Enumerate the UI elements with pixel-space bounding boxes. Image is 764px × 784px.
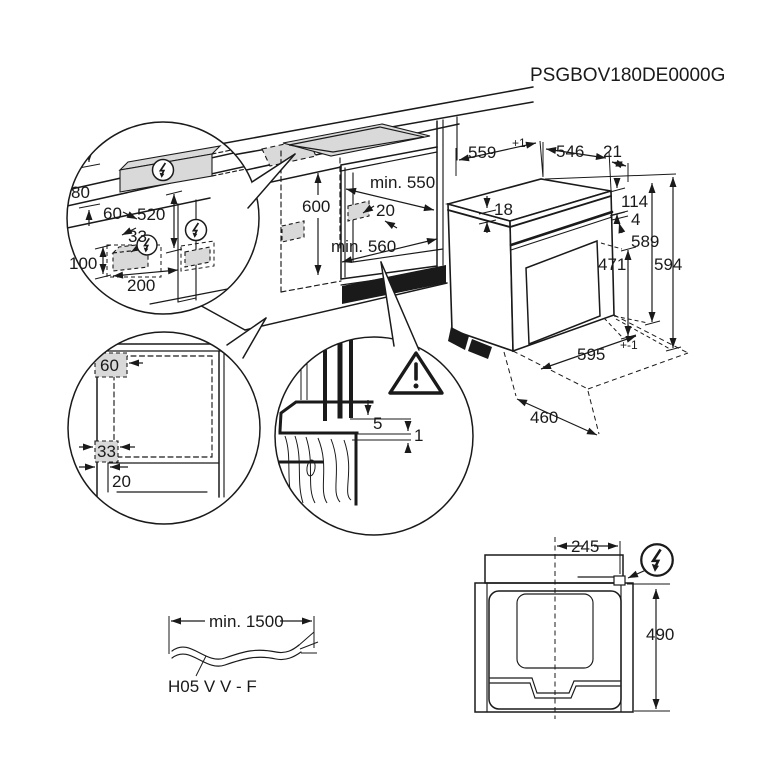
cabinet-scene: [195, 86, 534, 331]
dim-600-label: 600: [302, 197, 330, 216]
dim-min560-label: min. 560: [331, 237, 396, 256]
dim-594-label: 594: [654, 255, 682, 274]
plinth-strip: [342, 265, 446, 304]
dim-595-label: 595: [577, 345, 605, 364]
dim-20-label: 20: [376, 201, 395, 220]
dim-min550-label: min. 550: [370, 173, 435, 192]
dim-589-label: 589: [631, 232, 659, 251]
electric-connection-icon: [151, 158, 175, 182]
oven-foot: [448, 327, 469, 350]
wall-connection-detail-circle: 80 60 520 33 100 200: [66, 121, 296, 315]
dim-200-label: 200: [127, 276, 155, 295]
dim-546-label: 546: [556, 142, 584, 161]
dim-side-60-label: 60: [100, 356, 119, 375]
power-cable-figure: min. 1500 H05 V V - F: [168, 612, 319, 696]
hob-cutout: [282, 123, 431, 157]
dim-side-33-label: 33: [97, 442, 116, 461]
oven-foot: [468, 339, 492, 359]
dim-33-label: 33: [128, 227, 147, 246]
side-connection-zone: [281, 220, 305, 243]
dim-5-label: 5: [373, 414, 382, 433]
dim-471-label: 471: [598, 255, 626, 274]
cable-icon: [171, 631, 319, 677]
dim-520-label: 520: [137, 205, 165, 224]
electric-connection-icon: [184, 218, 208, 242]
oven-dimensions: 559 +1 546 21 18 114 4 589 594 471: [455, 136, 689, 436]
dim-18-label: 18: [494, 200, 513, 219]
dim-490-label: 490: [646, 625, 674, 644]
dim-559-label: 559: [468, 143, 496, 162]
wood-grain: [284, 435, 352, 504]
niche-dimensions: 600 min. 550 20 min. 560: [302, 173, 438, 275]
dim-21-label: 21: [603, 142, 622, 161]
oven-door-window: [525, 239, 601, 346]
dim-80-label: 80: [71, 183, 90, 202]
side-connection-detail-circle: 60 33 20: [67, 317, 267, 525]
dim-559-tolerance: +1: [512, 136, 526, 150]
dim-60-label: 60: [103, 204, 122, 223]
dim-460-label: 460: [530, 408, 558, 427]
dim-114-label: 114: [621, 192, 648, 211]
dim-4-label: 4: [631, 210, 640, 229]
door-gap-detail-circle: 5 1: [274, 261, 474, 536]
electric-connection-icon: [639, 542, 675, 578]
mains-terminal: [613, 575, 626, 586]
oven-rear-view: 245 490: [474, 537, 675, 719]
dim-1-label: 1: [414, 426, 423, 445]
product-code: PSGBOV180DE0000G: [530, 65, 725, 86]
dim-245-label: 245: [571, 537, 599, 556]
dim-595-tolerance: +-1: [620, 338, 638, 352]
dim-side-20-label: 20: [112, 472, 131, 491]
oven-perspective: [444, 178, 615, 359]
cable-length-label: min. 1500: [209, 612, 284, 631]
warning-icon: [388, 351, 444, 395]
cable-type-label: H05 V V - F: [168, 677, 257, 696]
